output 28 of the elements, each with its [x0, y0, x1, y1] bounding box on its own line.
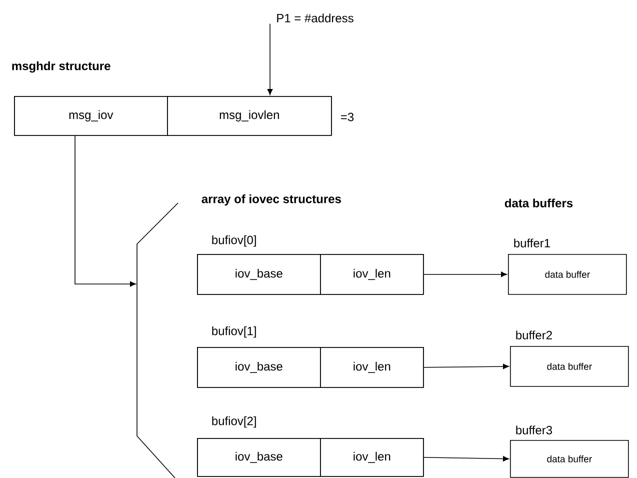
buffer-box: data buffer [510, 346, 629, 387]
value-label: =3 [340, 112, 354, 122]
arrow [423, 364, 509, 370]
box-heading: bufiov[0] [212, 235, 256, 247]
arrow [423, 456, 509, 462]
buffer-box: data buffer [508, 254, 627, 295]
field-cell: msg_iovlen [167, 96, 332, 136]
box-heading: buffer2 [516, 330, 552, 340]
column-heading: array of iovec structures [202, 194, 341, 206]
buffer-box: data buffer [510, 440, 629, 478]
field-cell: iov_len [320, 254, 424, 295]
arrow [74, 135, 136, 287]
field-cell: iov_base [197, 347, 321, 388]
field-cell: iov_len [320, 347, 424, 388]
address-text: P1 = #address [277, 14, 354, 22]
box-heading: buffer1 [514, 238, 550, 248]
column-heading: data buffers [504, 198, 573, 208]
box-heading: msghdr structure [12, 61, 110, 73]
arrow [423, 272, 507, 278]
field-cell: msg_iov [14, 96, 168, 136]
field-cell: iov_base [197, 254, 321, 295]
box-heading: buffer3 [516, 426, 552, 434]
box-heading: bufiov[2] [212, 416, 256, 428]
field-cell: iov_base [197, 438, 321, 477]
box-heading: bufiov[1] [212, 326, 256, 338]
bracket [136, 202, 178, 478]
field-cell: iov_len [320, 438, 424, 477]
arrow [267, 23, 273, 95]
